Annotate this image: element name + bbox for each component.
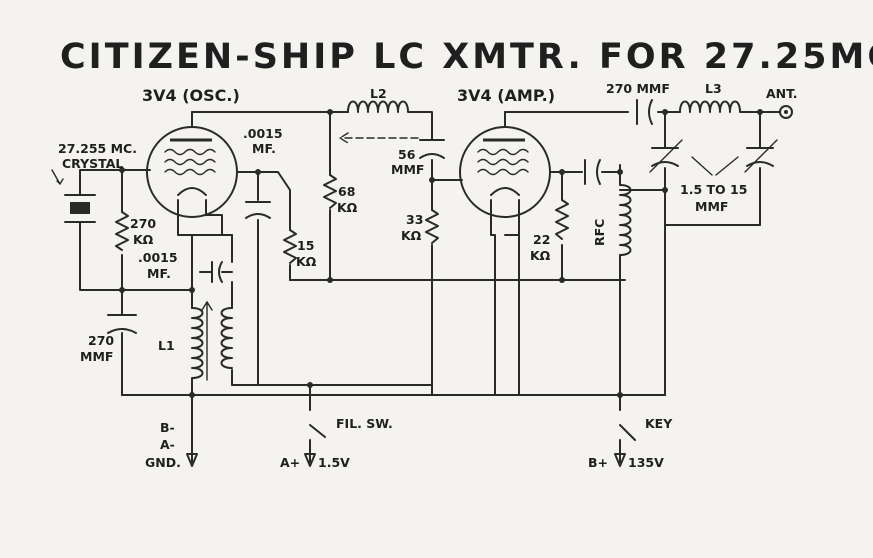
trimmer-right — [744, 139, 778, 173]
gnd-arrow — [186, 453, 198, 467]
l3-label: L3 — [705, 81, 722, 96]
a-plus-voltage: 1.5V — [318, 455, 350, 470]
crystal-label-2: CRYSTAL — [62, 156, 123, 171]
c0015-mid-value: .0015 — [138, 250, 178, 265]
capacitor-0015-mid — [199, 261, 233, 283]
b-minus-label: B- — [160, 420, 175, 435]
osc-tube-label: 3V4 (OSC.) — [142, 86, 240, 105]
r68k-unit: KΩ — [337, 200, 358, 215]
c56-value: 56 — [398, 147, 416, 162]
b-plus-arrow — [614, 453, 626, 467]
resistor-68k — [323, 174, 337, 209]
b-plus-label: B+ — [588, 455, 608, 470]
r22k-unit: KΩ — [530, 248, 551, 263]
crystal-label-1: 27.255 MC. — [58, 141, 137, 156]
r33k-unit: KΩ — [401, 228, 422, 243]
trimmer-pointer-right — [715, 156, 739, 176]
r15k-unit: KΩ — [296, 254, 317, 269]
l1-label: L1 — [158, 338, 175, 353]
b-plus-voltage: 135V — [628, 455, 664, 470]
a-plus-label: A+ — [280, 455, 300, 470]
r15k-value: 15 — [297, 238, 314, 253]
c270-left-unit: MMF — [80, 349, 113, 364]
l2-tuning-arrow — [338, 132, 419, 144]
antenna-terminal — [779, 105, 793, 119]
resistor-270k — [115, 211, 129, 251]
capacitor-270-top — [636, 99, 653, 125]
trimmer-unit: MMF — [695, 199, 728, 214]
capacitor-56mmf — [419, 139, 445, 159]
l2-label: L2 — [370, 86, 387, 101]
inductor-l1-secondary — [220, 307, 233, 369]
c0015-top-value: .0015 — [243, 126, 283, 141]
r22k-value: 22 — [533, 232, 550, 247]
amplifier-tube — [459, 111, 551, 218]
oscillator-tube — [146, 111, 238, 218]
a-minus-label: A- — [160, 437, 175, 452]
c0015-mid-unit: MF. — [147, 266, 171, 281]
c56-unit: MMF — [391, 162, 424, 177]
r33k-value: 33 — [406, 212, 423, 227]
resistor-33k — [425, 209, 439, 244]
capacitor-270-left — [107, 314, 137, 334]
trimmer-pointer-left — [691, 156, 713, 176]
ant-label: ANT. — [766, 86, 798, 101]
a-plus-arrow — [304, 453, 316, 467]
crystal-symbol — [51, 169, 96, 223]
l1-tuning-arrow — [201, 300, 213, 381]
key-label: KEY — [645, 416, 673, 431]
trimmer-left — [649, 139, 683, 173]
inductor-l1 — [191, 307, 204, 381]
resistor-22k — [555, 199, 569, 240]
gnd-label: GND. — [145, 455, 181, 470]
schematic-title: CITIZEN-SHIP LC XMTR. FOR 27.25MC. — [60, 37, 873, 77]
r270k-unit: KΩ — [133, 232, 154, 247]
rfc-label: RFC — [592, 219, 607, 246]
c0015-top-unit: MF. — [252, 141, 276, 156]
trimmer-value: 1.5 TO 15 — [680, 182, 747, 197]
resistor-15k — [283, 229, 297, 264]
capacitor-coupling — [584, 159, 601, 185]
amp-tube-label: 3V4 (AMP.) — [457, 86, 555, 105]
capacitor-0015-top — [245, 201, 271, 219]
fil-sw-label: FIL. SW. — [336, 416, 393, 431]
r68k-value: 68 — [338, 184, 355, 199]
inductor-l3 — [679, 100, 746, 113]
inductor-l2 — [347, 100, 413, 113]
r270k-value: 270 — [130, 216, 156, 231]
junctions — [119, 109, 763, 398]
inductor-rfc — [619, 184, 632, 256]
wiring — [79, 111, 781, 463]
c270-top-label: 270 MMF — [606, 81, 670, 96]
c270-left-value: 270 — [88, 333, 114, 348]
